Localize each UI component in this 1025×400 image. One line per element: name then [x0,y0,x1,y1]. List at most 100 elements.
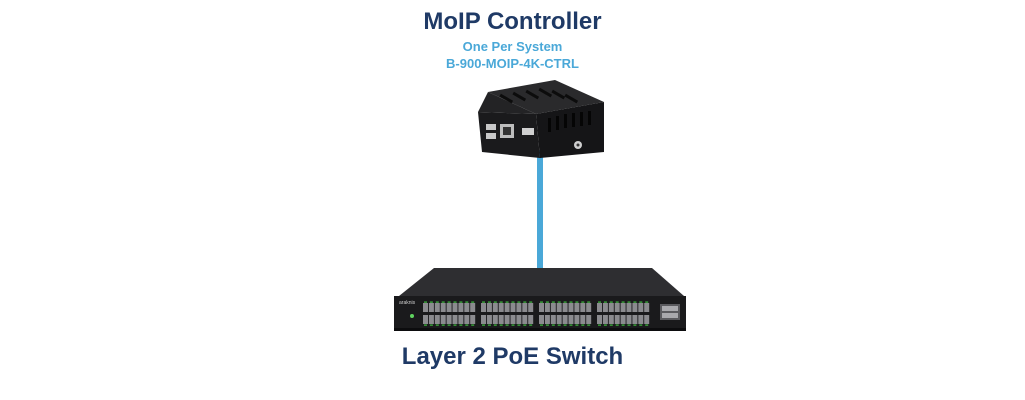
port-led [441,301,445,303]
switch-port [608,315,614,324]
port-led [551,324,555,326]
port-led [529,301,533,303]
switch-port [510,315,516,324]
port-led [453,301,457,303]
port-led [603,301,607,303]
port-led [435,301,439,303]
switch-port [544,303,550,312]
switch-port [470,315,476,324]
port-led [499,324,503,326]
switch-port [446,315,452,324]
port-led [447,324,451,326]
switch-port [644,315,650,324]
switch-port [556,303,562,312]
switch-port [539,315,544,324]
port-led [493,324,497,326]
port-led [615,301,619,303]
switch-port [614,303,620,312]
port-led [517,324,521,326]
port-led [581,324,585,326]
switch-port [492,303,498,312]
port-led [505,301,509,303]
controller-model: B-900-MOIP-4K-CTRL [446,56,579,71]
switch-title: Layer 2 PoE Switch [401,343,624,370]
switch-port [458,303,464,312]
port-led [459,301,463,303]
switch-port [620,303,626,312]
port-led [545,324,549,326]
port-led [598,324,601,326]
port-led [633,324,637,326]
port-led [523,301,527,303]
port-led [453,324,457,326]
port-led [487,301,491,303]
port-led [545,301,549,303]
switch-port [510,303,516,312]
switch-port [580,315,586,324]
port-led [551,301,555,303]
port-led [645,301,649,303]
switch-port [614,315,620,324]
port-led [465,324,469,326]
port-led [482,301,485,303]
switch-port [597,303,602,312]
moip-controller-device [478,80,604,158]
switch-port [452,303,458,312]
port-led [447,301,451,303]
switch-brand-label: araknis [399,300,416,306]
switch-port [574,315,580,324]
port-led [563,301,567,303]
switch-port [423,303,428,312]
port-led [482,324,485,326]
port-led [517,301,521,303]
port-led [505,324,509,326]
port-led [429,301,433,303]
port-led [598,301,601,303]
port-led [615,324,619,326]
switch-port [632,303,638,312]
port-led [563,324,567,326]
switch-port [486,303,492,312]
switch-port [428,315,434,324]
switch-port [522,315,528,324]
port-led [569,324,573,326]
switch-port [602,315,608,324]
switch-port [434,303,440,312]
switch-port [528,303,534,312]
switch-port [626,303,632,312]
port-led [581,301,585,303]
poe-switch-device [394,268,686,331]
port-led [645,324,649,326]
switch-port [481,303,486,312]
switch-port [516,315,522,324]
switch-port [528,315,534,324]
switch-port [597,315,602,324]
switch-port [544,315,550,324]
switch-port [550,315,556,324]
switch-port [492,315,498,324]
port-led [487,324,491,326]
switch-port [626,315,632,324]
switch-port [638,315,644,324]
controller-title: MoIP Controller [423,8,602,35]
switch-port [458,315,464,324]
switch-port [464,303,470,312]
switch-port [580,303,586,312]
port-led [429,324,433,326]
port-led [575,301,579,303]
switch-port [568,315,574,324]
switch-port [562,315,568,324]
switch-port [504,315,510,324]
port-led [621,324,625,326]
switch-port [562,303,568,312]
port-led [603,324,607,326]
port-led [621,301,625,303]
port-led [557,301,561,303]
switch-port [423,315,428,324]
switch-port [464,315,470,324]
port-led [639,301,643,303]
port-led [424,301,427,303]
switch-port [620,315,626,324]
switch-port [574,303,580,312]
